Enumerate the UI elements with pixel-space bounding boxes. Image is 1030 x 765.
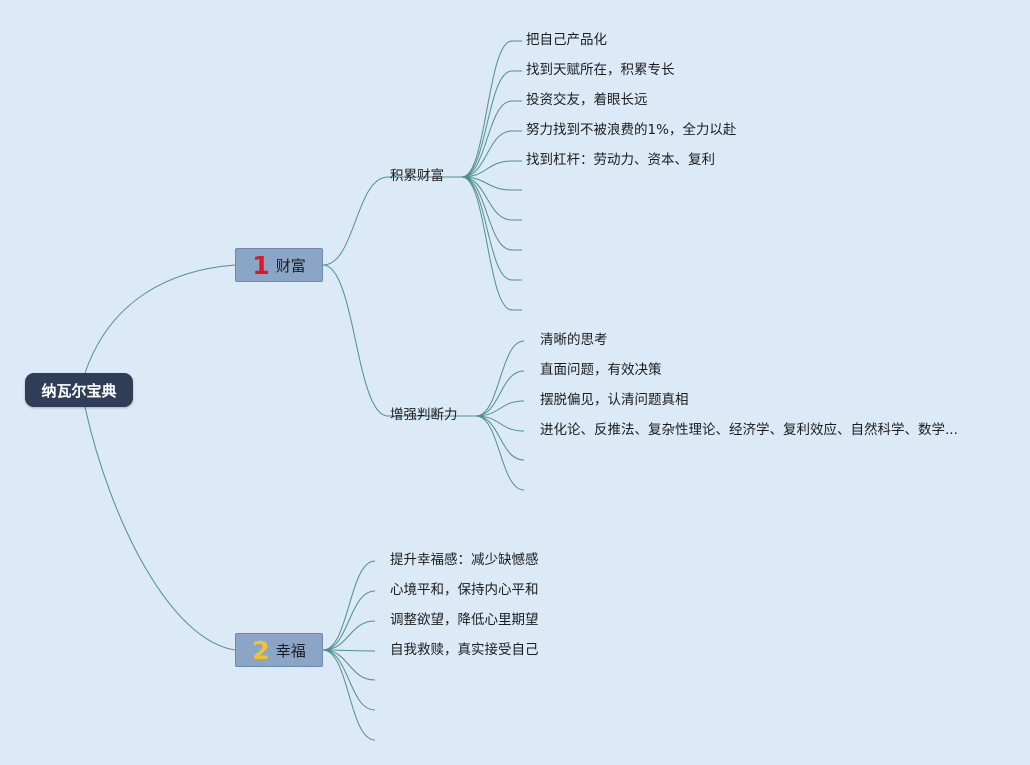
list-item[interactable]: 调整欲望，降低心里期望	[390, 612, 539, 628]
root-topic-label: 纳瓦尔宝典	[41, 381, 117, 400]
topic-wealth[interactable]: 1 财富	[235, 248, 323, 282]
connector-root-wealth	[84, 264, 236, 374]
subtopic-judgment[interactable]: 增强判断力	[390, 407, 458, 423]
connector-branch	[322, 649, 376, 741]
connector-branch	[461, 40, 513, 178]
connector-branch	[322, 620, 376, 651]
connector-branch	[475, 415, 525, 461]
connector-branch	[461, 176, 513, 281]
connector-wealth-judgment	[322, 264, 389, 417]
connector-branch	[461, 176, 513, 221]
connector-branch	[461, 70, 513, 178]
connector-branch	[322, 649, 376, 711]
list-item[interactable]: 投资交友，着眼长远	[526, 92, 648, 108]
subtopic-accumulate-wealth[interactable]: 积累财富	[390, 168, 444, 184]
topic-happiness[interactable]: 2 幸福	[235, 633, 323, 667]
connector-branch	[461, 160, 513, 178]
connector-branch	[461, 176, 513, 251]
list-item[interactable]: 自我救赎，真实接受自己	[390, 642, 539, 658]
list-item[interactable]: 努力找到不被浪费的1%，全力以赴	[526, 122, 737, 138]
list-item[interactable]: 摆脱偏见，认清问题真相	[540, 392, 689, 408]
topic-wealth-label: 财富	[275, 256, 306, 275]
list-item[interactable]: 找到天赋所在，积累专长	[526, 62, 675, 78]
list-item[interactable]: 直面问题，有效决策	[540, 362, 662, 378]
connector-branch	[322, 590, 376, 651]
connector-branch	[475, 400, 525, 417]
list-item[interactable]: 把自己产品化	[526, 32, 607, 48]
list-item[interactable]: 清晰的思考	[540, 332, 608, 348]
connector-branch	[475, 340, 525, 417]
connector-branch	[461, 176, 513, 311]
list-item[interactable]: 心境平和，保持内心平和	[390, 582, 539, 598]
list-item[interactable]: 进化论、反推法、复杂性理论、经济学、复利效应、自然科学、数学...	[540, 422, 958, 438]
connector-root-happiness	[84, 406, 236, 651]
number-1-icon: 1	[252, 250, 270, 280]
connector-branch	[475, 415, 525, 491]
connector-branch	[322, 649, 376, 681]
topic-happiness-label: 幸福	[275, 641, 306, 660]
connector-branch	[322, 649, 376, 652]
number-2-icon: 2	[252, 635, 270, 665]
connector-branch	[461, 100, 513, 178]
connector-wealth-accumulate	[322, 176, 389, 266]
connector-branch	[461, 130, 513, 178]
connector-branch	[322, 560, 376, 651]
root-topic[interactable]: 纳瓦尔宝典	[25, 373, 133, 407]
list-item[interactable]: 找到杠杆：劳动力、资本、复利	[526, 152, 715, 168]
list-item[interactable]: 提升幸福感：减少缺憾感	[390, 552, 539, 568]
connector-branch	[475, 370, 525, 417]
